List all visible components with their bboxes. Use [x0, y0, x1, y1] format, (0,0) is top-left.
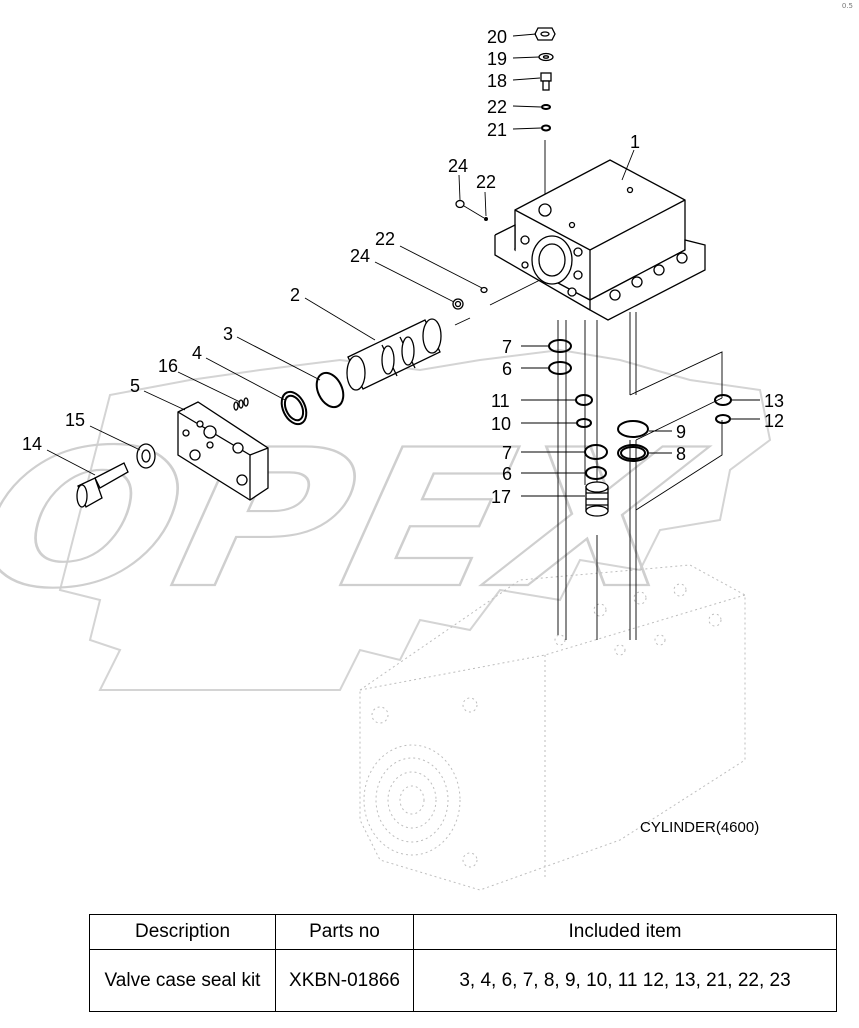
- washer: [136, 443, 156, 469]
- callout-22: 22: [476, 172, 496, 192]
- callout-4: 4: [192, 343, 202, 363]
- callout-18: 18: [487, 71, 507, 91]
- cover-plate: [177, 401, 269, 501]
- callout-15: 15: [65, 410, 85, 430]
- guide-lines: [454, 140, 723, 640]
- cell-included-item: 3, 4, 6, 7, 8, 9, 10, 11 12, 13, 21, 22,…: [413, 949, 837, 1012]
- callout-17: 17: [491, 487, 511, 507]
- callout-21: 21: [487, 120, 507, 140]
- callout-22: 22: [487, 97, 507, 117]
- header-parts-no: Parts no: [275, 914, 414, 950]
- header-description: Description: [89, 914, 276, 950]
- callout-16: 16: [158, 356, 178, 376]
- callout-13: 13: [764, 391, 784, 411]
- callout-8: 8: [676, 444, 686, 464]
- callout-5: 5: [130, 376, 140, 396]
- callout-11: 11: [491, 391, 510, 411]
- watermark: OPEX: [0, 348, 772, 691]
- callout-2: 2: [290, 285, 300, 305]
- callout-14: 14: [22, 434, 42, 454]
- right-seals: [548, 339, 732, 517]
- callout-24: 24: [350, 246, 370, 266]
- side-fittings: [452, 199, 488, 310]
- bolt: [76, 462, 129, 508]
- watermark-text: OPEX: [0, 410, 717, 631]
- cell-description: Valve case seal kit: [89, 949, 276, 1012]
- callout-12: 12: [764, 411, 784, 431]
- callout-24: 24: [448, 156, 468, 176]
- callout-3: 3: [223, 324, 233, 344]
- callout-7: 7: [502, 443, 512, 463]
- header-included-item: Included item: [413, 914, 837, 950]
- corner-mark: 0.5: [841, 2, 853, 10]
- callout-22: 22: [375, 229, 395, 249]
- leader-lines: [46, 33, 760, 497]
- callout-numbers: 20 19 18 22 21 1 24 22 22 24 2 3 4 16 5 …: [22, 27, 784, 507]
- callout-1: 1: [630, 132, 640, 152]
- cylinder-caption: CYLINDER(4600): [640, 819, 759, 836]
- o-rings-left: [280, 371, 345, 426]
- callout-6: 6: [502, 464, 512, 484]
- callout-20: 20: [487, 27, 507, 47]
- table-header-row: Description Parts no Included item: [89, 914, 837, 950]
- callout-7: 7: [502, 337, 512, 357]
- spring: [233, 397, 249, 411]
- valve-case: [494, 159, 706, 321]
- table-row: Valve case seal kit XKBN-01866 3, 4, 6, …: [89, 949, 837, 1012]
- cylinder-block: [359, 564, 746, 891]
- cell-parts-no: XKBN-01866: [275, 949, 414, 1012]
- spool: [346, 318, 442, 391]
- top-fittings: [534, 27, 556, 132]
- callout-19: 19: [487, 49, 507, 69]
- callout-6: 6: [502, 359, 512, 379]
- callout-10: 10: [491, 414, 511, 434]
- seal-kit-table: Description Parts no Included item Valve…: [89, 914, 837, 1012]
- callout-9: 9: [676, 422, 686, 442]
